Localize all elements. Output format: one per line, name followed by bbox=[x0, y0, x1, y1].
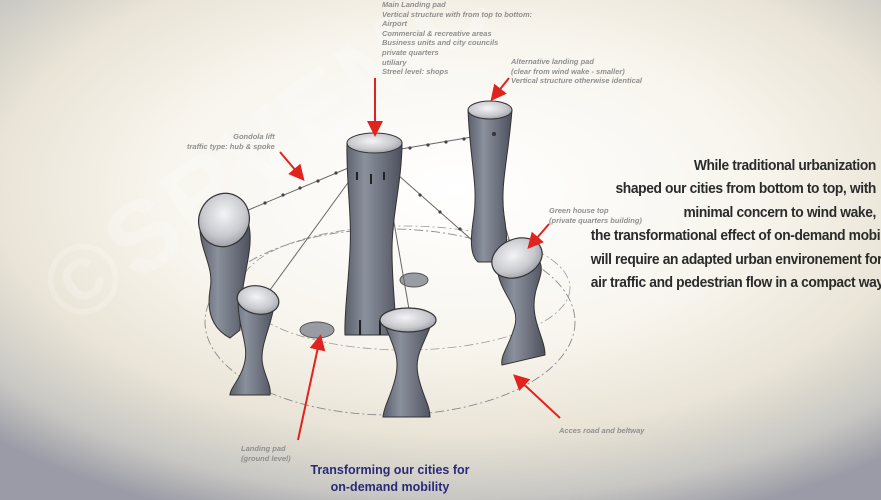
annotation-arrows bbox=[279, 77, 561, 441]
vision-statement: While traditional urbanization shaped ou… bbox=[590, 154, 881, 294]
statement-line: While traditional urbanization bbox=[693, 157, 877, 174]
ground-landing-pad-label: Landing pad (ground level) bbox=[241, 444, 291, 463]
statement-line: shaped our cities from bottom to top, wi… bbox=[615, 180, 876, 198]
ground-landing-pad-secondary bbox=[399, 272, 429, 288]
main-landing-pad-label: Main Landing pad Vertical structure with… bbox=[382, 0, 533, 77]
ground-landing-pad bbox=[299, 321, 335, 339]
alternative-landing-pad-label: Alternative landing pad (clear from wind… bbox=[511, 57, 643, 86]
front-left-tower bbox=[229, 285, 280, 396]
green-house-label: Green house top (private quarters buildi… bbox=[549, 206, 642, 225]
caption-line: on-demand mobility bbox=[330, 480, 450, 494]
caption-line: Transforming our cities for bbox=[310, 463, 470, 477]
left-residential-tower bbox=[198, 192, 251, 339]
front-center-tower bbox=[379, 307, 437, 418]
statement-line: the transformational effect of on-demand… bbox=[590, 227, 881, 245]
statement-line: will require an adapted urban environeme… bbox=[590, 250, 881, 268]
diagram-caption: Transforming our cities for on-demand mo… bbox=[290, 462, 490, 496]
gondola-lift-label: Gondola lift traffic type: hub & spoke bbox=[187, 132, 275, 151]
alternative-landing-tower bbox=[467, 100, 513, 263]
statement-line: air traffic and pedestrian flow in a com… bbox=[590, 274, 881, 292]
access-road-label: Acces road and beltway bbox=[559, 426, 645, 435]
statement-line: minimal concern to wind wake, bbox=[683, 203, 876, 221]
main-landing-tower bbox=[344, 132, 403, 336]
